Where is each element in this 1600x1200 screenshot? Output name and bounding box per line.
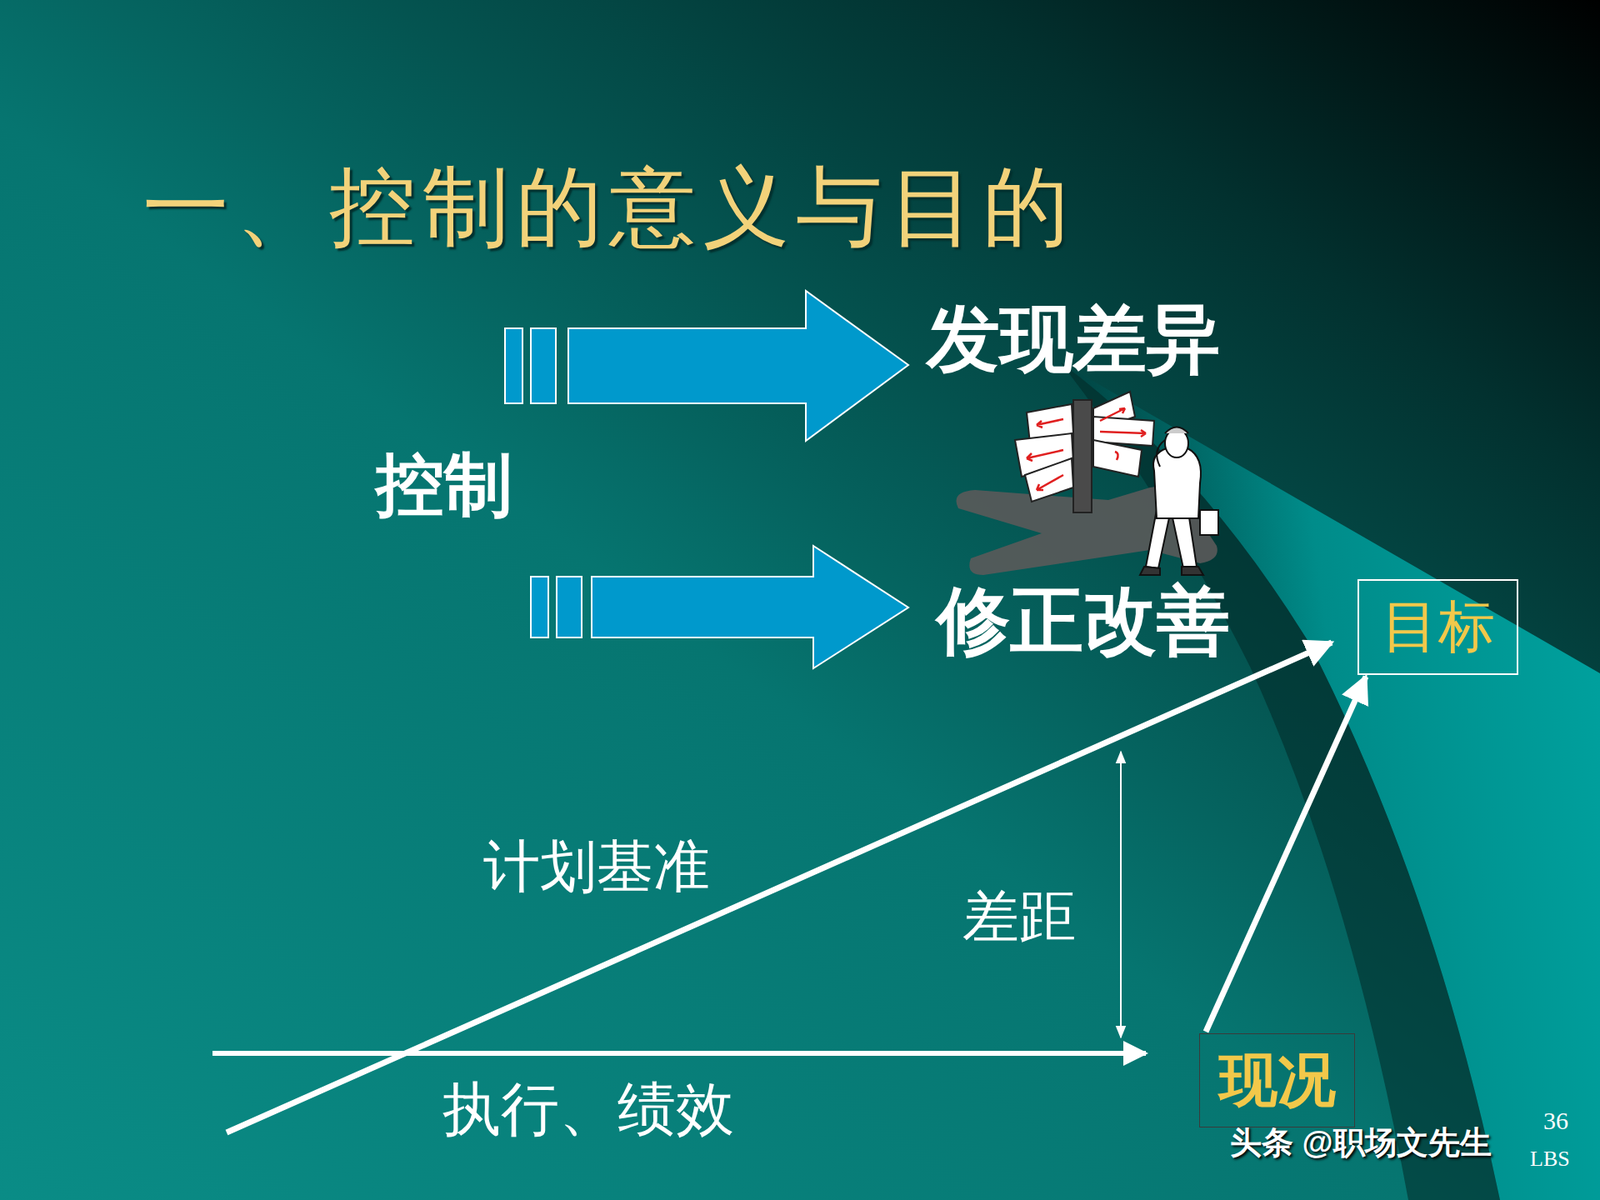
blue-arrow [530,545,909,669]
performance-line [212,1050,1146,1056]
blue-arrow [505,290,909,441]
curved-band [1060,362,1600,1200]
band-shadow [1060,362,1500,1200]
topic-label: 控制 [375,440,513,532]
footer-mark: LBS [1530,1146,1570,1172]
label-text: 发现差异 [926,297,1220,380]
page-number: 36 [1543,1106,1569,1135]
status-box: 目标 [1357,579,1519,675]
label-text: 头条 @职场文先生 [1230,1125,1492,1160]
watermark: 头条 @职场文先生 [1230,1121,1492,1165]
gap-label: 差距 [962,879,1076,955]
title-text: 一、控制的意义与目的 [142,159,1076,255]
label-text: 修正改善 [936,579,1230,662]
label-text: 控制 [375,446,513,523]
label-text: 36 [1543,1106,1569,1135]
line-label: 计划基准 [483,829,710,905]
step-label: 发现差异 [926,290,1220,390]
status-box: 现况 [1199,1033,1355,1128]
label-text: 差距 [962,885,1076,949]
box-text: 现况 [1219,1041,1336,1120]
line-label: 执行、绩效 [442,1070,735,1150]
label-text: 执行、绩效 [442,1077,735,1142]
box-text: 目标 [1381,589,1495,665]
label-text: 计划基准 [483,835,710,899]
signpost-illustration [956,391,1220,575]
progress-arrow [1205,676,1366,1032]
plan-line [226,642,1332,1133]
slide-title: 一、控制的意义与目的 [142,150,1076,267]
gap-marker [1120,751,1122,1038]
step-label: 修正改善 [936,571,1230,671]
label-text: LBS [1530,1146,1570,1171]
